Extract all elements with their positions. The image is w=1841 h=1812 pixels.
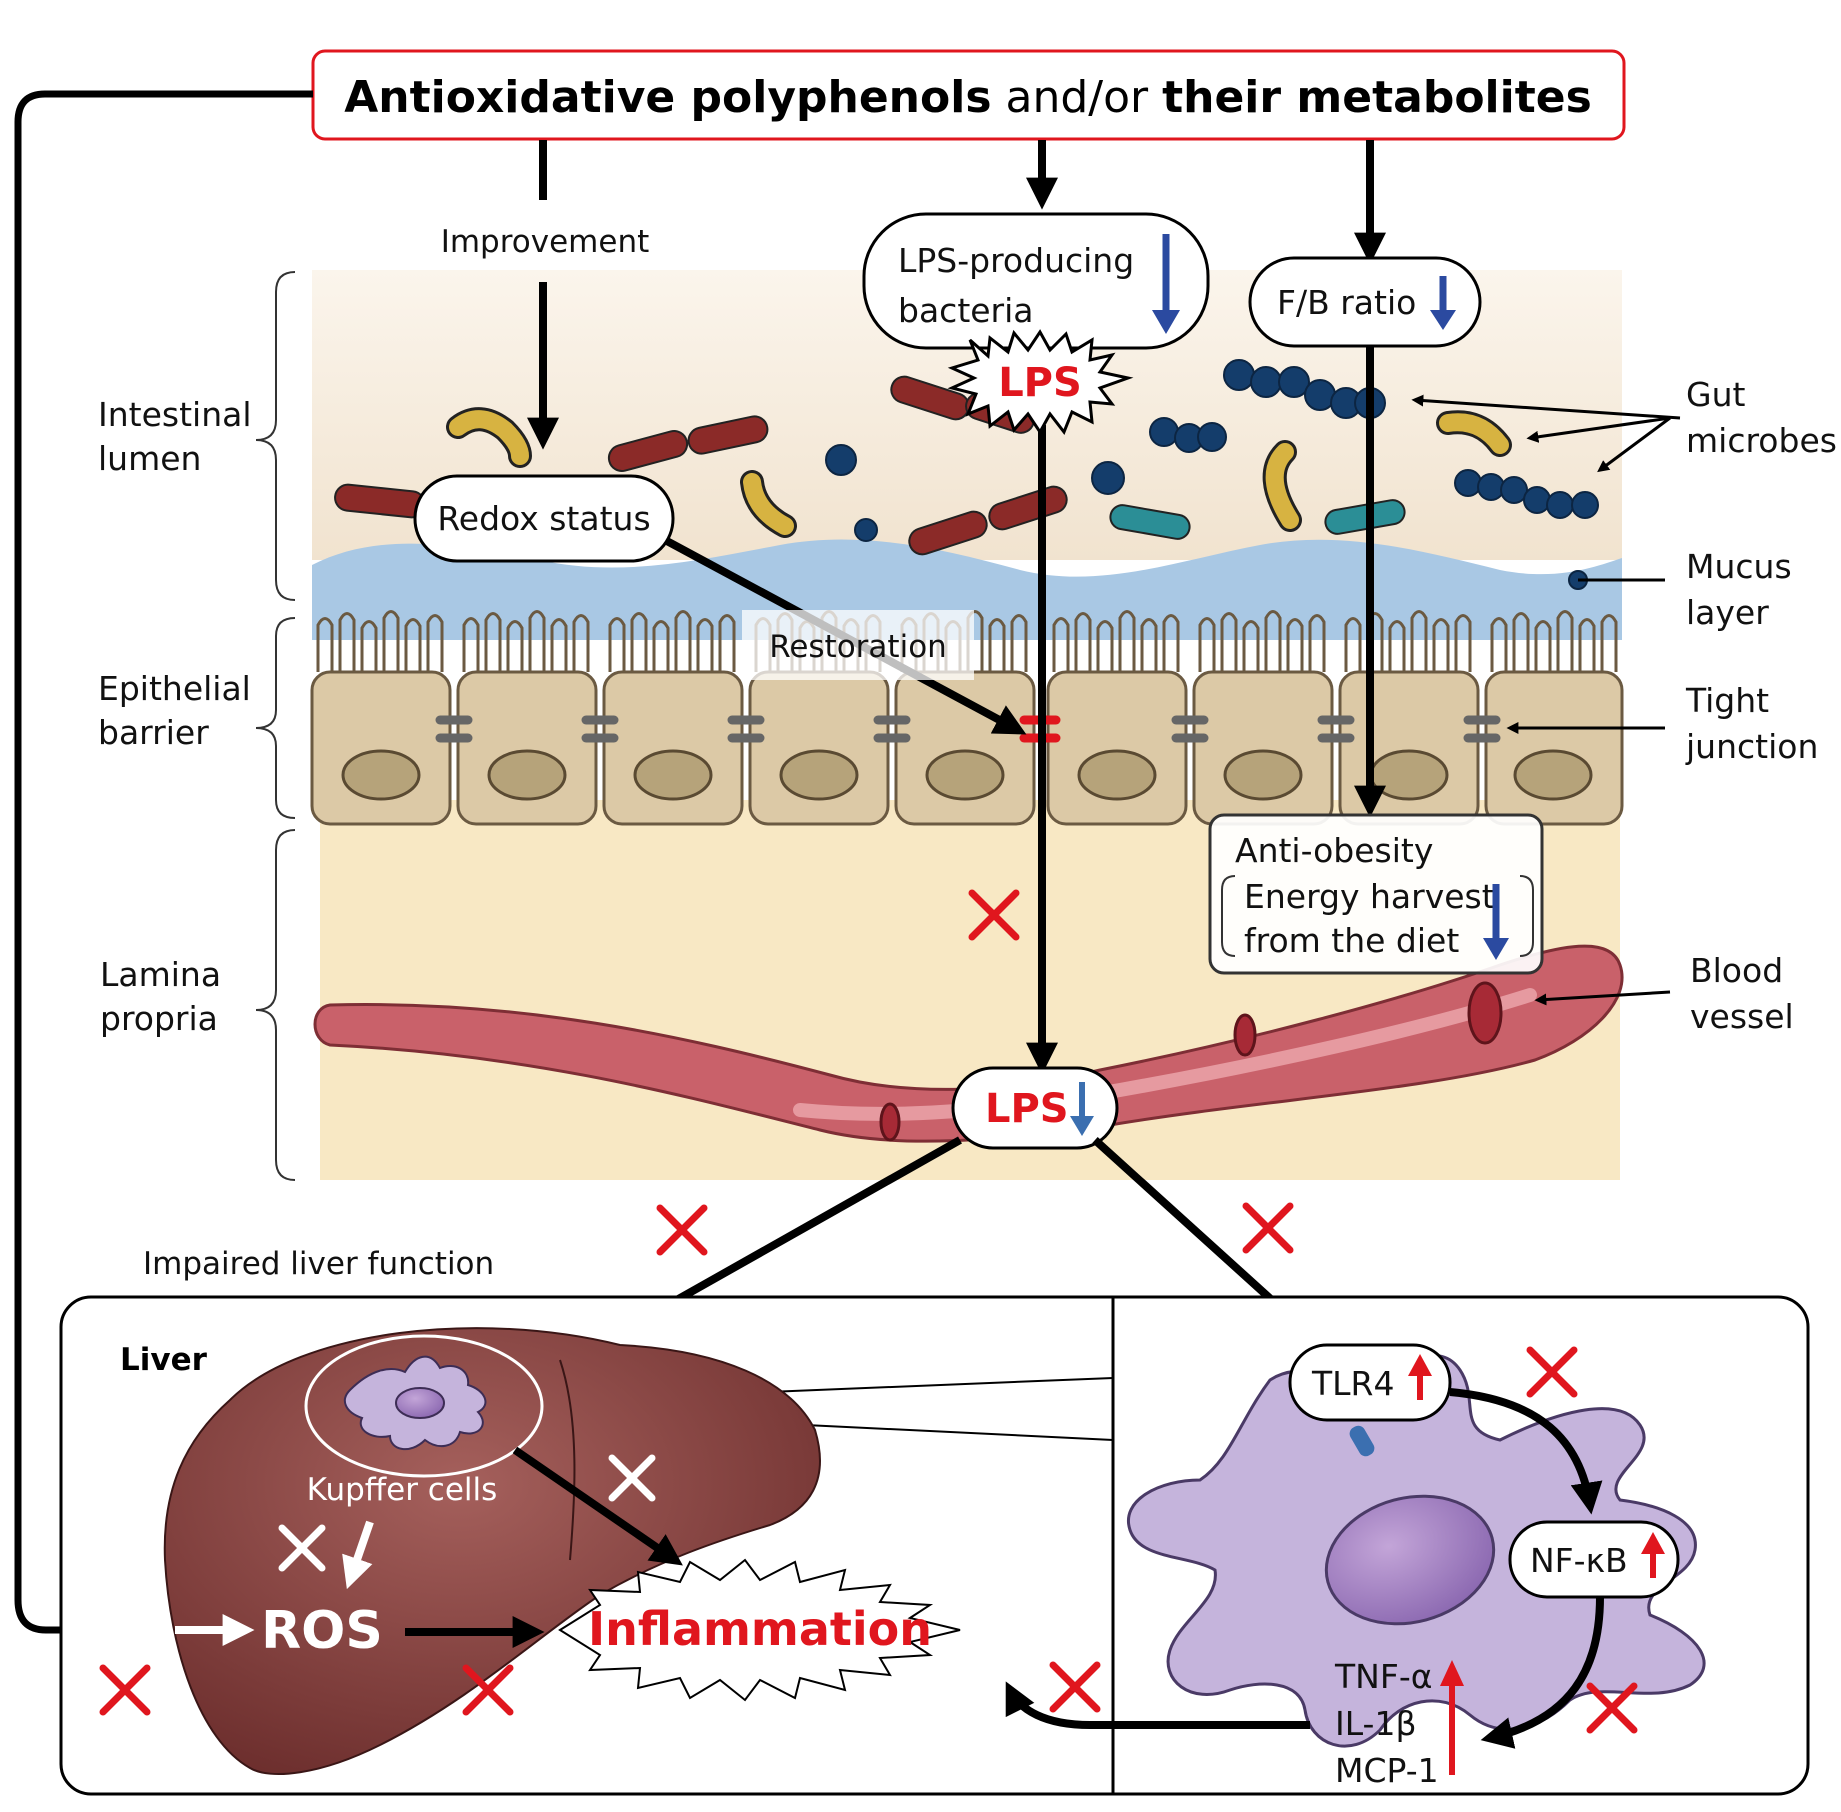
title-text: Antioxidative polyphenols and/or their m… [344,72,1592,123]
callout-blood-vessel: Blood vessel [1690,951,1794,1036]
down-arrowhead-icon [1430,310,1456,330]
block-cross-lamina [968,889,1020,941]
kupffer-nucleus-large [1324,1494,1496,1626]
liver-lobe-line [559,1359,576,1561]
kupffer-to-inflammation-arrow [512,1446,683,1566]
cytokine-list: TNF-α IL-1β MCP-1 [1334,1657,1443,1790]
svg-text:LPS: LPS [998,360,1082,406]
svg-text:TLR4: TLR4 [1311,1364,1394,1403]
lps-decreased-box: LPS [951,1066,1119,1150]
liver-label: Liver [120,1342,208,1378]
tlr4-box: TLR4 [1288,1343,1452,1422]
layer-label-intestinal-lumen: Intestinal lumen [98,395,262,478]
improvement-label: Improvement [441,224,650,260]
blood-vessel [313,944,1624,1143]
svg-text:Redox status: Redox status [437,499,650,538]
nfkb-to-cytokines-arrow [1480,1596,1604,1749]
lps-burst: LPS [947,329,1134,435]
anti-obesity-box: Anti-obesity Energy harvest from the die… [1208,813,1544,975]
kupffer-nucleus-small [395,1387,445,1419]
callout-pointers [1411,394,1681,1006]
callout-mucus-layer: Mucus layer [1686,547,1802,632]
restoration-label: Restoration [769,629,947,665]
layer-label-lamina-propria: Lamina propria [100,955,232,1038]
inflammation-label: Inflammation [588,1602,932,1656]
block-cross-ros [462,1664,514,1716]
lps-producing-bacteria-box: LPS-producing bacteria [862,212,1210,350]
up-arrowhead-icon [1408,1354,1432,1376]
callout-tight-junction: Tight junction [1685,681,1818,766]
down-arrowhead-icon [1483,938,1509,960]
svg-text:NF-κB: NF-κB [1530,1541,1628,1580]
layer-braces [255,271,296,1181]
cytokines-to-inflammation-arrow [1005,1681,1310,1729]
nfkb-box: NF-κB [1508,1520,1680,1599]
block-cross-left [656,1204,708,1256]
feedback-line [14,90,313,1634]
red-blood-cells [879,981,1503,1142]
kupffer-cell-highlight [304,1334,544,1478]
ros-label: ROS [261,1601,383,1661]
block-cross-cytokines [1049,1661,1101,1713]
block-cross-tlr4 [1526,1346,1578,1398]
tight-junctions [435,715,1501,743]
epithelial-cells [310,670,1624,826]
blood-vessel-lumen [793,988,1537,1121]
fb-ratio-box: F/B ratio [1248,256,1482,348]
down-arrowhead-icon [1070,1116,1094,1136]
white-cross-kupffer [278,1524,326,1572]
cytokines-up-arrowhead-icon [1440,1660,1464,1686]
white-cross-inflammation [608,1454,656,1502]
up-arrowhead-icon [1641,1532,1665,1554]
down-arrowhead-icon [1152,310,1180,334]
impaired-liver-label: Impaired liver function [143,1246,494,1282]
svg-text:Energy harvest from the: Energy harvest from the diet [1244,877,1505,960]
tlr4-to-nfkb-arrow [1449,1388,1603,1515]
svg-text:F/B ratio: F/B ratio [1277,283,1416,322]
svg-text:Anti-obesity: Anti-obesity [1235,831,1433,870]
layer-label-epithelial-barrier: Epithelial barrier [98,669,261,752]
tlr4-receptor [1349,1425,1375,1457]
inflammation-burst [558,1558,961,1702]
block-cross-nfkb [1586,1682,1638,1734]
svg-text:LPS: LPS [985,1086,1069,1132]
cell-nuclei [341,749,1593,801]
intestine-illustration [310,270,1624,1180]
restoration-label-bg [742,610,974,680]
cocci-bacteria [825,359,1599,590]
block-cross-right [1242,1202,1294,1254]
svg-text:LPS-producing bacteria: LPS-producing bacteria [898,241,1145,330]
liver-organ [163,1327,821,1776]
redox-status-box: Redox status [413,474,675,563]
kupffer-cells-label: Kupffer cells [307,1472,498,1508]
callout-gut-microbes: Gut microbes [1686,375,1837,460]
block-cross-feedback [99,1664,151,1716]
kupffer-to-ros-arrow [342,1520,374,1590]
curved-bacteria [446,407,1512,538]
